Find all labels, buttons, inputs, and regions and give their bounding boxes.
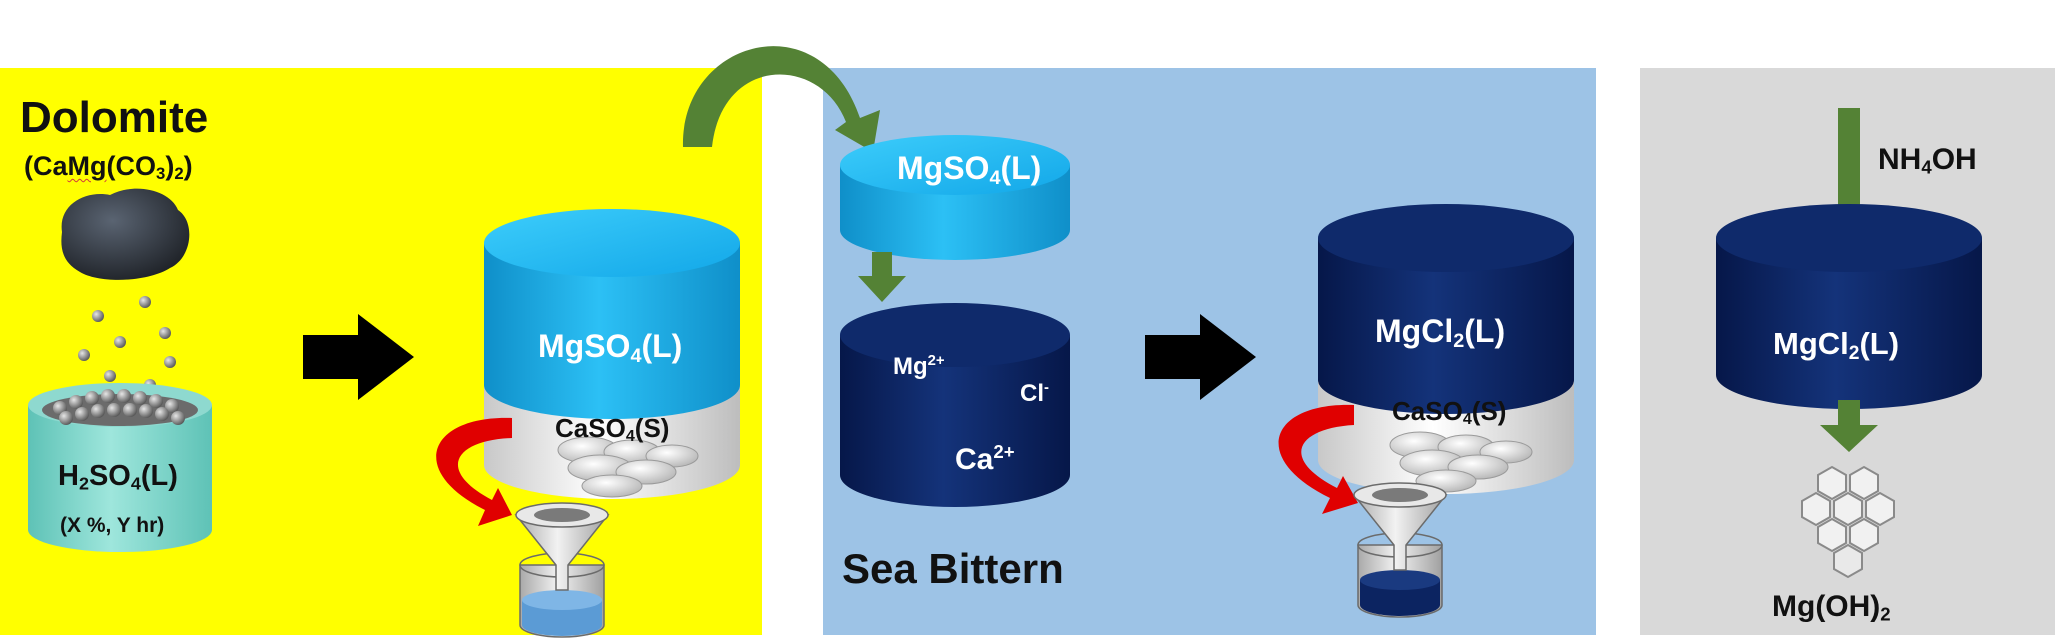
red-recycle-arrow-middle [1278,404,1358,514]
acid-vessel [28,383,212,552]
curved-transfer-arrow [682,46,880,152]
reactor-middle-solid-label: CaSO4(S) [1392,396,1507,429]
process-arrow-1 [303,314,414,400]
reagent-arrow [1818,108,1880,248]
reactor-left-solid-label: CaSO4(S) [555,413,670,446]
acid-label: H2SO4(L) [58,460,178,494]
acid-conditions: (X %, Y hr) [60,514,165,537]
reagent-label: NH4OH [1878,143,1977,178]
hexagon-crystals [1801,465,1895,553]
reactor-left [484,209,740,499]
ion-mg: Mg2+ [893,353,945,380]
reactor-middle [1318,204,1574,494]
process-arrow-2 [1145,314,1256,400]
filter-left [514,502,610,638]
feed-arrow [858,252,906,302]
feed-label: MgSO4(L) [897,150,1042,189]
sea-bittern-caption: Sea Bittern [842,545,1064,592]
reactor-left-liquid-label: MgSO4(L) [538,328,683,367]
hexagon-crystals-row2 [1833,543,1863,579]
ion-cl: Cl- [1020,380,1049,407]
ion-ca: Ca2+ [955,440,1015,476]
dolomite-title: Dolomite [20,93,209,142]
feed-cylinder [840,135,1070,260]
bittern-cylinder [840,303,1070,507]
product-arrow [1820,400,1878,452]
red-recycle-arrow-left [436,417,512,526]
dolomite-formula: (CaMg(CO3)2) [24,151,193,184]
reactor-middle-liquid-label: MgCl2(L) [1375,313,1506,352]
dolomite-rock [61,188,190,280]
filter-middle [1352,482,1448,618]
product-label: Mg(OH)2 [1772,590,1891,625]
precipitation-vessel [1716,204,1982,409]
vessel-right-label: MgCl2(L) [1773,326,1900,364]
